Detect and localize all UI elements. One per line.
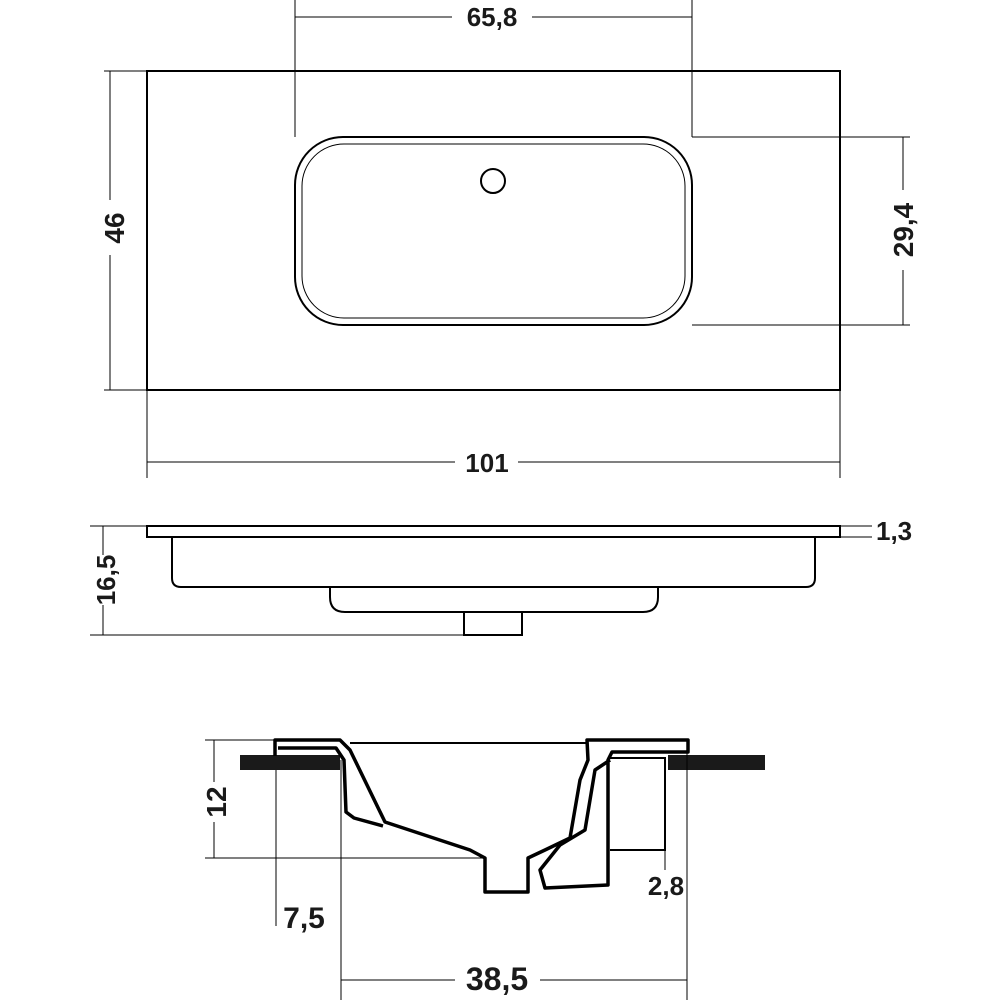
dimension-counter-thickness-label: 2,8	[648, 871, 684, 901]
dimension-basin-depth: 29,4	[692, 136, 919, 326]
dimension-section-depth-label: 38,5	[466, 961, 528, 997]
top-view-basin-outer	[294, 136, 693, 326]
front-view-drain	[463, 611, 523, 636]
dimension-top-width: 101	[146, 390, 841, 478]
dimension-section-height-label: 12	[201, 786, 232, 817]
dimension-basin-depth-label: 29,4	[888, 202, 919, 257]
dimension-section-height: 12	[201, 739, 485, 859]
front-view-bowl	[171, 537, 816, 588]
dimension-counter-thickness: 2,8	[648, 850, 684, 901]
dimension-section-depth: 38,5	[341, 752, 688, 1000]
top-view-drain-hole	[480, 168, 506, 194]
dimension-top-width-label: 101	[465, 448, 508, 478]
top-view-slab-outline	[146, 70, 841, 391]
dimension-total-height-label: 16,5	[91, 555, 121, 606]
dimension-basin-width: 65,8	[294, 0, 693, 137]
dimension-slab-thickness: 1,3	[840, 516, 912, 546]
front-view: 16,5 1,3	[90, 516, 912, 636]
dimension-top-depth-label: 46	[99, 212, 130, 243]
front-view-lower-bowl	[329, 587, 659, 613]
dimension-section-offset-label: 7,5	[283, 902, 325, 935]
dimension-top-depth: 46	[99, 70, 147, 391]
section-view: 12 7,5 38,5 2,8	[201, 738, 765, 1000]
dimension-slab-thickness-label: 1,3	[876, 516, 912, 546]
top-view-basin-inner	[301, 143, 686, 319]
section-countertop-right[interactable]	[668, 755, 765, 770]
dimension-total-height: 16,5	[90, 525, 464, 636]
dimension-section-offset: 7,5	[275, 760, 342, 1000]
section-support-bracket	[610, 757, 666, 851]
section-countertop-left[interactable]	[240, 755, 340, 770]
top-view: 65,8 46 29,4 101	[99, 0, 919, 478]
dimension-basin-width-label: 65,8	[467, 2, 518, 32]
section-basin-profile	[273, 738, 690, 894]
section-basin-inner-wall	[278, 746, 384, 828]
front-view-slab	[146, 525, 841, 538]
